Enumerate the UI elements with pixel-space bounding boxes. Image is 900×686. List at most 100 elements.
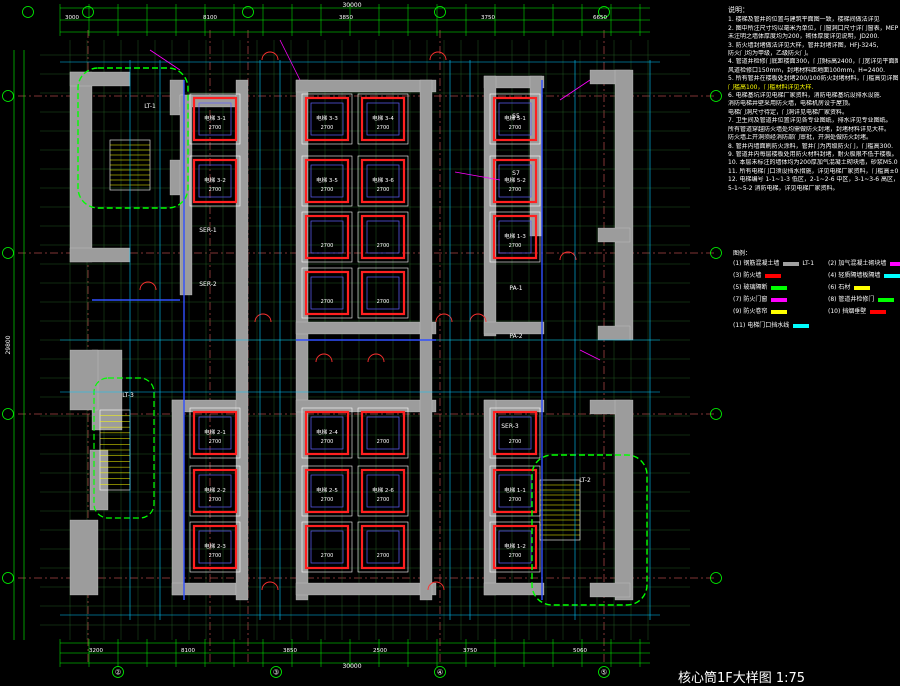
elevator-car-size: 2700 <box>209 125 222 131</box>
legend-heading: 图例： <box>733 250 752 257</box>
concrete-wall <box>597 325 631 341</box>
elevator-cab-outline <box>366 530 400 564</box>
legend-item: (10) 挡烟垂壁 <box>828 306 887 315</box>
legend-item: (7) 防火门窗 <box>733 294 788 303</box>
overall-dimension-bottom: 30000 <box>342 663 361 670</box>
note-line: 未注明之墙体厚度均为200，砌体厚度详见说明，JD200. <box>728 33 880 41</box>
elevator-label: 电梯 2-3 <box>204 542 226 550</box>
door-swing <box>559 251 577 261</box>
grid-bubble <box>598 6 610 18</box>
elevator-shaft <box>357 267 409 319</box>
shaft-label: LT-3 <box>122 392 134 399</box>
dimension-text: 3750 <box>463 648 477 654</box>
grid-bubble <box>710 90 722 102</box>
elevator-cab-outline <box>366 220 400 254</box>
note-line: 防火墙上开洞须经消防部门审批，开洞处做防火封堵。 <box>728 134 873 142</box>
elevator-car-size: 2700 <box>321 439 334 445</box>
door-swing <box>315 353 333 363</box>
shaft-label: SER-3 <box>501 423 519 430</box>
elevator-cab-outline <box>198 416 232 450</box>
legend-label: (9) 防火卷帘 <box>733 308 768 315</box>
grid-axis-label: ⑤ <box>601 669 607 677</box>
elevator-car <box>304 158 350 204</box>
elevator-cab-outline <box>498 474 532 508</box>
concrete-wall <box>171 582 237 596</box>
note-line: 3. 防火墙封堵做法详见大样，管井封堵详图，HFJ-3245, <box>728 41 879 49</box>
elevator-shaft <box>357 93 409 145</box>
elevator-car <box>492 158 538 204</box>
elevator-car-size: 2700 <box>209 497 222 503</box>
elevator-car-size: 2700 <box>321 243 334 249</box>
concrete-wall <box>171 399 185 596</box>
grid-bubble <box>82 6 94 18</box>
grid-axis-label: ② <box>115 669 121 677</box>
elevator-car-size: 2700 <box>321 187 334 193</box>
elevator-label: 电梯 5-2 <box>504 176 526 184</box>
legend-label: (8) 管道井检修门 <box>828 296 875 303</box>
elevator-car-size: 2700 <box>509 553 522 559</box>
concrete-wall <box>614 69 634 341</box>
note-line: 10. 本层未标注的墙体均为200厚加气混凝土砌块墙，砂浆M5.0. <box>728 159 898 167</box>
legend-item: (4) 轻质隔墙板隔墙 <box>828 270 900 279</box>
note-line: 5. 所有管井在楼板处封堵200/100防火封堵材料，门槛高见详图. <box>728 75 898 83</box>
annotation-leader <box>149 49 181 71</box>
elevator-label: 电梯 1-1 <box>504 486 526 494</box>
shaft-label: SER-1 <box>199 227 217 234</box>
legend-item: (8) 管道井检修门 <box>828 294 895 303</box>
grid-axis-label: ④ <box>437 669 443 677</box>
elevator-car-size: 2700 <box>377 299 390 305</box>
note-line: 风道检修口150mm，封堵材料距地面100mm，H=2400. <box>728 66 885 74</box>
elevator-car-size: 2700 <box>509 243 522 249</box>
dimension-text: 3000 <box>65 15 79 21</box>
shaft-label: PA-2 <box>509 333 522 340</box>
legend-label: (1) 钢筋混凝土墙 <box>733 260 780 267</box>
elevator-shaft <box>189 155 241 207</box>
elevator-car <box>192 468 238 514</box>
elevator-shaft <box>301 155 353 207</box>
elevator-shaft <box>301 267 353 319</box>
stair-zone-outline <box>531 454 648 606</box>
shaft-label: S5 <box>512 113 520 120</box>
elevator-label: 电梯 3-2 <box>204 176 226 184</box>
elevator-cab-outline <box>198 530 232 564</box>
elevator-label: 电梯 3-4 <box>372 114 394 122</box>
legend-swatch <box>878 297 895 302</box>
concrete-wall <box>69 247 131 263</box>
concrete-wall <box>483 321 545 335</box>
legend-swatch <box>765 273 782 278</box>
grid-bubble <box>434 6 446 18</box>
elevator-label: 电梯 3-1 <box>204 114 226 122</box>
elevator-label: 电梯 2-5 <box>316 486 338 494</box>
door-swing <box>367 353 385 363</box>
annotation-leader <box>454 171 501 181</box>
elevator-shaft <box>189 521 241 573</box>
legend-swatch <box>771 297 788 302</box>
elevator-car <box>304 410 350 456</box>
elevator-car <box>492 410 538 456</box>
elevator-shaft <box>489 521 541 573</box>
elevator-cab-outline <box>198 102 232 136</box>
elevator-shaft <box>357 407 409 459</box>
stair-zone-outline <box>77 67 189 209</box>
elevator-car-size: 2700 <box>321 553 334 559</box>
elevator-shaft <box>189 465 241 517</box>
elevator-cab-outline <box>310 102 344 136</box>
dimension-text: 3200 <box>89 648 103 654</box>
legend-swatch <box>771 285 788 290</box>
concrete-wall <box>295 321 437 335</box>
legend-swatch <box>854 285 871 290</box>
elevator-car-size: 2700 <box>509 439 522 445</box>
elevator-car-size: 2700 <box>377 243 390 249</box>
grid-axis-label: ③ <box>273 669 279 677</box>
elevator-label: 电梯 2-4 <box>316 428 338 436</box>
elevator-cab-outline <box>198 474 232 508</box>
elevator-car <box>304 96 350 142</box>
elevator-cab-outline <box>366 164 400 198</box>
grid-bubble <box>710 572 722 584</box>
note-line: 5-1~5-2 消防电梯，详见电梯厂家资料。 <box>728 184 839 192</box>
note-line: 6. 电梯基坑详见电梯厂家资料，消防电梯基坑设排水设施. <box>728 92 882 100</box>
legend-item: (6) 石材 <box>828 282 871 291</box>
door-swing <box>139 281 157 291</box>
elevator-shaft <box>301 521 353 573</box>
